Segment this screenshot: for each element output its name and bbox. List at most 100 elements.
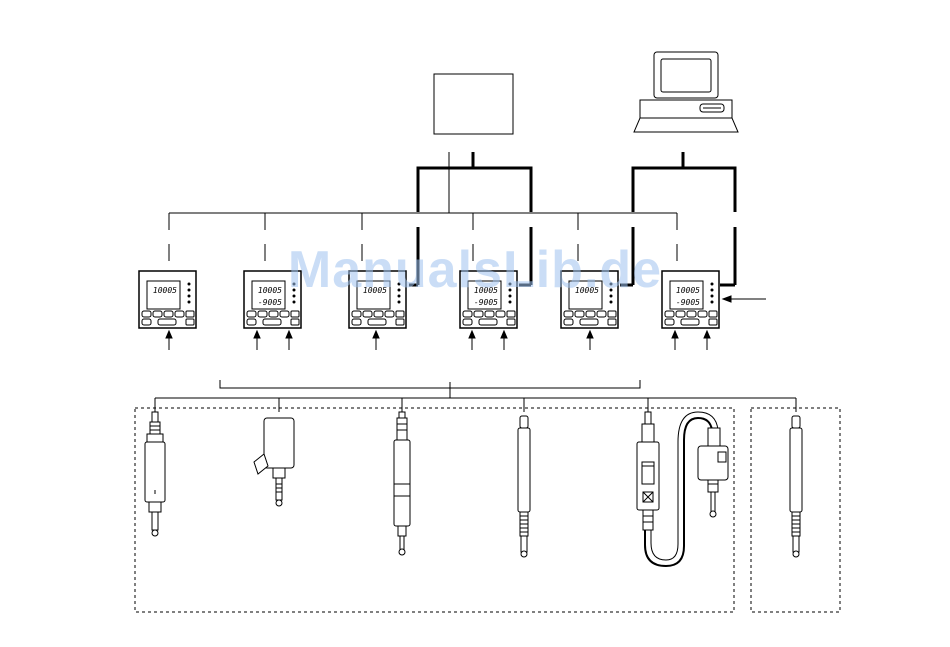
- indicator-led: [509, 289, 511, 291]
- counter-unit: 10005: [561, 271, 618, 328]
- indicator-led: [610, 289, 612, 291]
- thick-bus: [409, 152, 735, 285]
- counter-key[interactable]: [247, 311, 256, 317]
- sensor-probe-6: [790, 416, 802, 557]
- counter-key[interactable]: [263, 319, 281, 325]
- indicator-led: [188, 289, 190, 291]
- display-line-1: 10005: [258, 286, 282, 295]
- counter-key[interactable]: [396, 311, 404, 317]
- counter-key[interactable]: [186, 319, 194, 325]
- display-line-1: 10005: [676, 286, 700, 295]
- counter-key[interactable]: [164, 311, 173, 317]
- display-line-1: 10005: [153, 286, 177, 295]
- indicator-led: [398, 283, 400, 285]
- indicator-led: [293, 289, 295, 291]
- display-line-1: 10005: [575, 286, 599, 295]
- counter-key[interactable]: [485, 311, 494, 317]
- counter-key[interactable]: [247, 319, 256, 325]
- counter-key[interactable]: [142, 319, 151, 325]
- counter-key[interactable]: [564, 319, 573, 325]
- indicator-led: [610, 301, 612, 303]
- counter-key[interactable]: [474, 311, 483, 317]
- indicator-led: [711, 295, 713, 297]
- indicator-led: [398, 301, 400, 303]
- computer-icon: [634, 52, 738, 132]
- counter-key[interactable]: [153, 311, 162, 317]
- indicator-led: [398, 289, 400, 291]
- arrow-head: [469, 331, 475, 338]
- counter-key[interactable]: [681, 319, 699, 325]
- counter-key[interactable]: [496, 311, 505, 317]
- arrow-head: [501, 331, 507, 338]
- counter-key[interactable]: [580, 319, 598, 325]
- counter-unit: 10005: [139, 271, 196, 328]
- display-line-1: 10005: [363, 286, 387, 295]
- counter-key[interactable]: [368, 319, 386, 325]
- counter-key[interactable]: [258, 311, 267, 317]
- counter-key[interactable]: [608, 319, 616, 325]
- display-line-2: -9005: [258, 298, 282, 307]
- counter-key[interactable]: [507, 311, 515, 317]
- counter-key[interactable]: [709, 319, 717, 325]
- counter-key[interactable]: [280, 311, 289, 317]
- counter-key[interactable]: [385, 311, 394, 317]
- arrow-head: [254, 331, 260, 338]
- counter-key[interactable]: [269, 311, 278, 317]
- counter-key[interactable]: [676, 311, 685, 317]
- counter-key[interactable]: [463, 311, 472, 317]
- counter-key[interactable]: [363, 311, 372, 317]
- arrow-head: [704, 331, 710, 338]
- sensor-probe-2: [254, 418, 294, 506]
- indicator-led: [711, 289, 713, 291]
- counter-unit: 10005 -9005: [244, 271, 301, 328]
- sensor-probe-4: [518, 416, 530, 557]
- counter-key[interactable]: [352, 311, 361, 317]
- counter-key[interactable]: [575, 311, 584, 317]
- sensor-probe-3: [394, 412, 410, 555]
- counter-key[interactable]: [374, 311, 383, 317]
- counter-key[interactable]: [564, 311, 573, 317]
- counter-key[interactable]: [597, 311, 606, 317]
- indicator-led: [293, 301, 295, 303]
- counter-key[interactable]: [507, 319, 515, 325]
- indicator-led: [610, 295, 612, 297]
- indicator-led: [398, 295, 400, 297]
- display-line-1: 10005: [474, 286, 498, 295]
- counter-key[interactable]: [698, 311, 707, 317]
- counter-key[interactable]: [158, 319, 176, 325]
- counter-key[interactable]: [291, 319, 299, 325]
- display-line-2: -9005: [474, 298, 498, 307]
- controller-box: [434, 74, 513, 134]
- counter-key[interactable]: [291, 311, 299, 317]
- arrow-head: [373, 331, 379, 338]
- input-arrows: [166, 331, 710, 350]
- indicator-led: [293, 295, 295, 297]
- counter-key[interactable]: [608, 311, 616, 317]
- counter-key[interactable]: [586, 311, 595, 317]
- arrow-head: [672, 331, 678, 338]
- indicator-led: [610, 283, 612, 285]
- sensor-interface-5: [637, 412, 728, 566]
- counter-unit: 10005-9005: [662, 271, 719, 328]
- indicator-led: [711, 283, 713, 285]
- arrow-head: [166, 331, 172, 338]
- indicator-led: [188, 283, 190, 285]
- counter-key[interactable]: [709, 311, 717, 317]
- indicator-led: [509, 301, 511, 303]
- arrow-head: [286, 331, 292, 338]
- counter-key[interactable]: [352, 319, 361, 325]
- side-arrow: [723, 296, 766, 302]
- indicator-led: [293, 283, 295, 285]
- counter-key[interactable]: [665, 319, 674, 325]
- counter-key[interactable]: [463, 319, 472, 325]
- counter-key[interactable]: [186, 311, 194, 317]
- counter-unit: 10005: [349, 271, 406, 328]
- counter-key[interactable]: [665, 311, 674, 317]
- sensor-bus: [155, 380, 796, 412]
- counter-key[interactable]: [479, 319, 497, 325]
- counter-key[interactable]: [142, 311, 151, 317]
- counter-key[interactable]: [175, 311, 184, 317]
- counter-key[interactable]: [396, 319, 404, 325]
- counter-key[interactable]: [687, 311, 696, 317]
